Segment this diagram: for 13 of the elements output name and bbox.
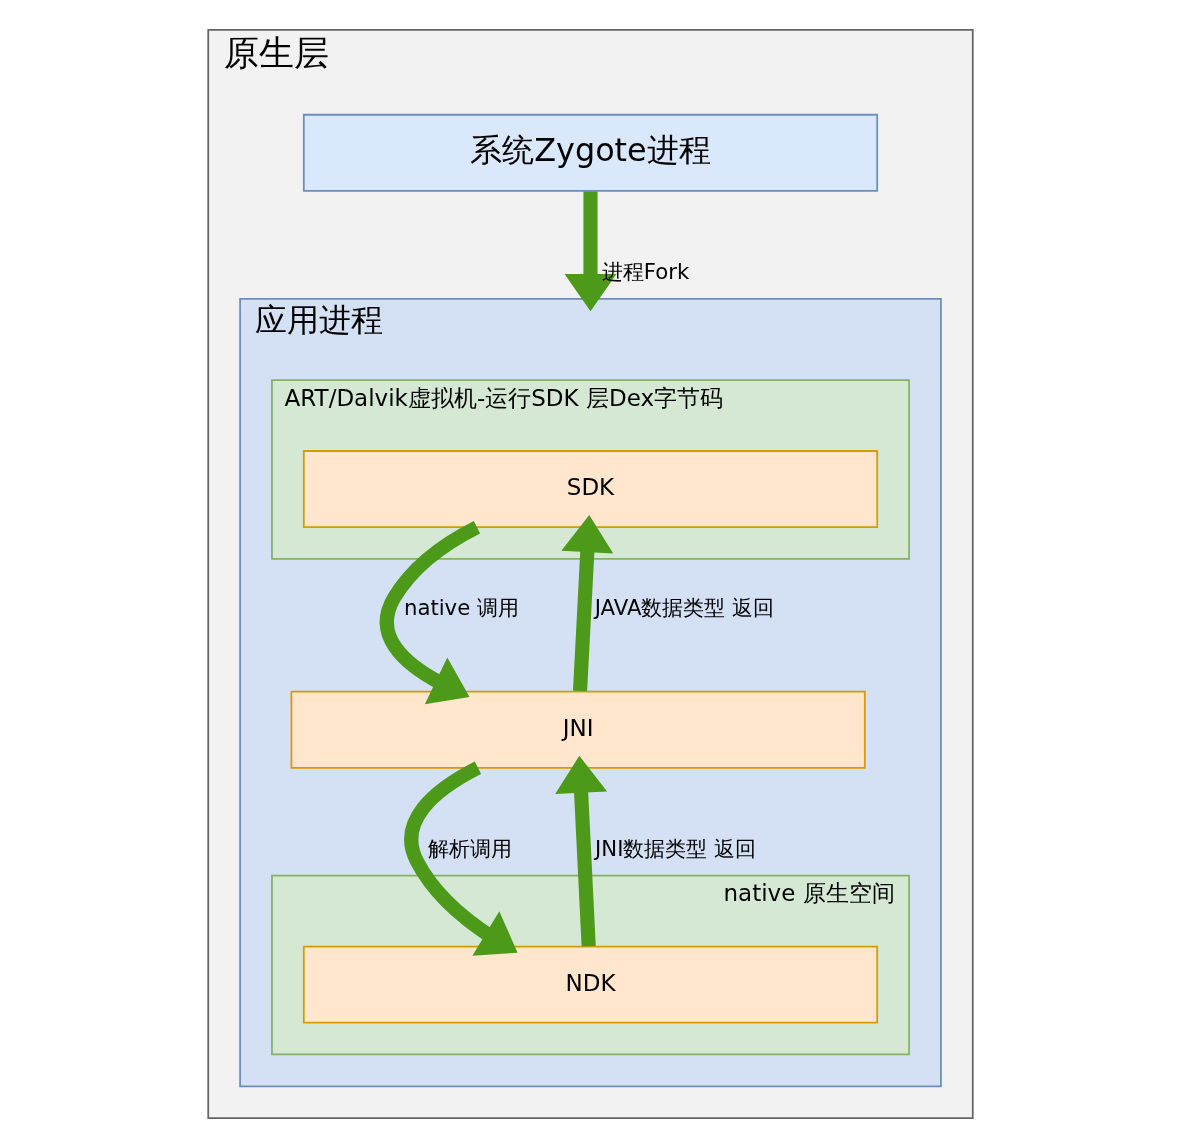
edge-label: 解析调用 bbox=[427, 835, 512, 861]
arrow bbox=[554, 755, 607, 947]
node-box: 系统Zygote进程 bbox=[302, 113, 878, 192]
node-box: SDK bbox=[302, 450, 878, 528]
edge-label: JAVA数据类型 返回 bbox=[594, 594, 774, 620]
edge-label: JNI数据类型 返回 bbox=[594, 835, 756, 861]
arrow bbox=[403, 761, 518, 956]
node-box: NDK bbox=[302, 945, 878, 1024]
arrow bbox=[560, 515, 613, 692]
edge-label: native 调用 bbox=[403, 594, 519, 620]
arrow bbox=[564, 191, 616, 312]
arrow bbox=[379, 520, 480, 705]
node-box: JNI bbox=[290, 690, 866, 769]
